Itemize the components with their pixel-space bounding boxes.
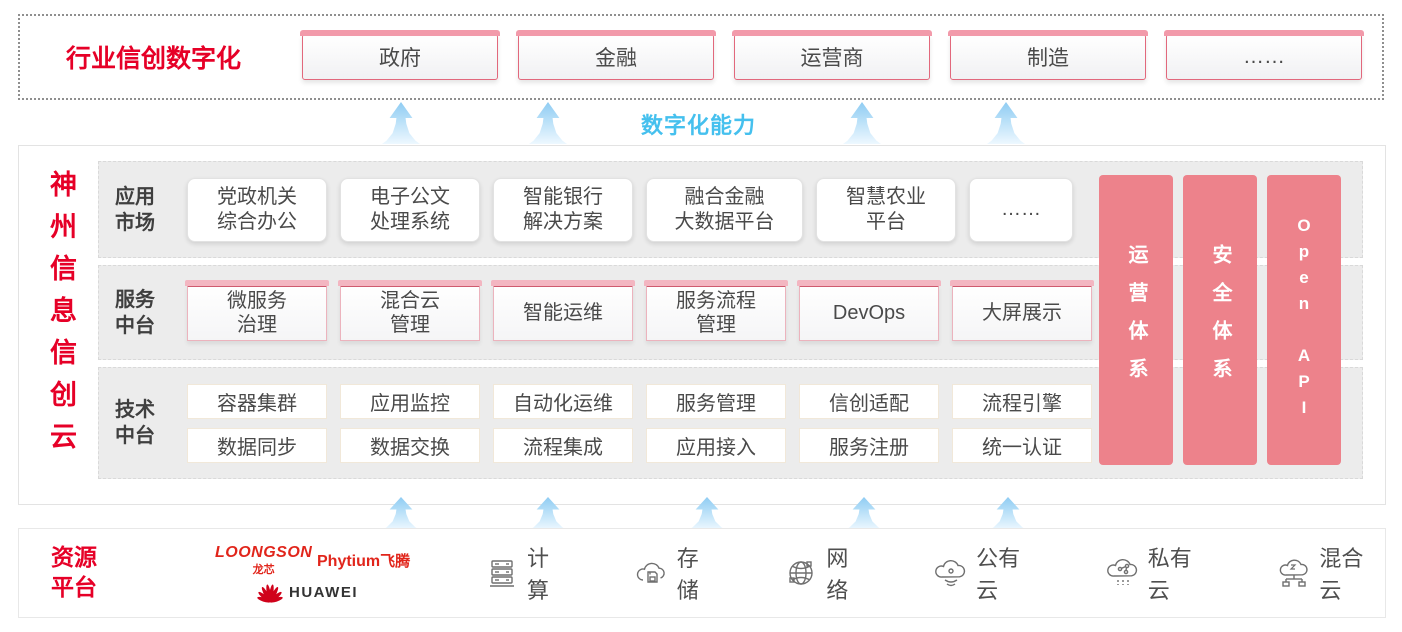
service-box: 大屏展示 (950, 279, 1094, 341)
up-arrow-icon (987, 102, 1025, 144)
industry-box-ellipsis: …… (1164, 30, 1364, 80)
resource-item-label: 计算 (527, 546, 550, 603)
up-arrow-icon (382, 102, 420, 144)
resource-items: 计算 存储 网络 公有云 (485, 541, 1385, 605)
huawei-flower-icon (257, 584, 283, 603)
app-box: 融合金融 大数据平台 (646, 177, 803, 242)
app-market-label: 应用 市场 (115, 185, 155, 234)
industry-band-title: 行业信创数字化 (66, 45, 242, 73)
app-box-ellipsis: …… (969, 177, 1073, 242)
resource-platform-band: 资源 平台 LOONGSON 龙芯 Phytium 飞腾 (18, 528, 1386, 618)
compute-server-icon (485, 556, 519, 590)
tech-box: 数据交换 (340, 427, 480, 463)
tech-box: 服务注册 (799, 427, 939, 463)
tech-box: 流程引擎 (952, 383, 1092, 419)
tech-box: 自动化运维 (493, 383, 633, 419)
app-box-row: 党政机关 综合办公 电子公文 处理系统 智能银行 解决方案 融合金融 大数据平台… (187, 177, 1073, 242)
huawei-logo-text: HUAWEI (289, 583, 358, 601)
resource-item-public-cloud: 公有云 (934, 541, 1042, 605)
tech-box: 信创适配 (799, 383, 939, 419)
resource-item-private-cloud: 私有云 (1106, 541, 1214, 605)
service-box: 微服务 治理 (185, 279, 329, 341)
phytium-logo-text: Phytium (317, 553, 381, 570)
tech-box: 流程集成 (493, 427, 633, 463)
service-box: 智能运维 (491, 279, 635, 341)
resource-item-storage: 存储 (635, 541, 721, 605)
up-arrow-icon (843, 102, 881, 144)
xinchuang-cloud-box: 神州信息信创云 应用 市场 党政机关 综合办公 电子公文 处理系统 智能银行 解… (18, 145, 1386, 505)
huawei-logo: HUAWEI (257, 581, 358, 603)
tech-platform-label: 技术 中台 (115, 399, 155, 447)
app-market-panel: 应用 市场 党政机关 综合办公 电子公文 处理系统 智能银行 解决方案 融合金融… (98, 161, 1363, 258)
tech-box: 统一认证 (952, 427, 1092, 463)
tech-box: 容器集群 (187, 383, 327, 419)
tech-box: 应用监控 (340, 383, 480, 419)
industry-row: 政府 金融 运营商 制造 …… (300, 30, 1364, 80)
resource-platform-label: 资源 平台 (51, 544, 97, 600)
resource-item-compute: 计算 (485, 541, 571, 605)
operation-system-bar-label: 运营体系 (1125, 244, 1147, 396)
loongson-logo-chinese: 龙芯 (252, 564, 275, 576)
industry-box-finance: 金融 (516, 30, 716, 80)
app-box: 党政机关 综合办公 (187, 177, 327, 242)
hybrid-cloud-icon (1277, 556, 1311, 590)
security-system-bar: 安全体系 (1183, 175, 1257, 465)
service-box: 混合云 管理 (338, 279, 482, 341)
security-system-bar-label: 安全体系 (1209, 244, 1231, 396)
capability-label: 数字化能力 (641, 113, 757, 138)
service-platform-label: 服务 中台 (115, 288, 155, 337)
service-box: DevOps (797, 279, 941, 341)
phytium-logo-chinese: 飞腾 (380, 553, 411, 570)
vendor-logos: LOONGSON 龙芯 Phytium 飞腾 (215, 531, 435, 615)
service-box-row: 微服务 治理 混合云 管理 智能运维 服务流程 管理 DevOps 大屏展示 (185, 279, 1094, 341)
resource-item-network: 网络 (784, 541, 870, 605)
loongson-logo-text: LOONGSON (215, 544, 313, 561)
tech-platform-panel: 技术 中台 容器集群 应用监控 自动化运维 服务管理 信创适配 流程引擎 数据同… (98, 367, 1363, 479)
resource-item-hybrid-cloud: 混合云 (1277, 541, 1385, 605)
cloud-platform-title: 神州信息信创云 (46, 170, 76, 464)
tech-box-grid: 容器集群 应用监控 自动化运维 服务管理 信创适配 流程引擎 数据同步 数据交换… (187, 383, 1092, 463)
resource-item-label: 网络 (826, 546, 849, 603)
loongson-logo: LOONGSON 龙芯 (215, 544, 312, 577)
public-cloud-icon (934, 556, 968, 590)
private-cloud-icon (1106, 556, 1140, 590)
phytium-logo: Phytium 飞腾 (317, 550, 410, 571)
tech-box: 数据同步 (187, 427, 327, 463)
resource-item-label: 公有云 (976, 546, 1021, 603)
resource-item-label: 存储 (676, 546, 699, 603)
industry-box-government: 政府 (300, 30, 500, 80)
tech-box: 服务管理 (646, 383, 786, 419)
resource-item-label: 私有云 (1147, 546, 1192, 603)
resource-item-label: 混合云 (1319, 546, 1364, 603)
industry-box-manufacturing: 制造 (948, 30, 1148, 80)
up-arrow-icon (529, 102, 567, 144)
operation-system-bar: 运营体系 (1099, 175, 1173, 465)
tech-box: 应用接入 (646, 427, 786, 463)
app-box: 智能银行 解决方案 (493, 177, 633, 242)
storage-cloud-icon (635, 556, 669, 590)
industry-digitalization-band: 行业信创数字化 政府 金融 运营商 制造 …… (18, 14, 1384, 100)
service-platform-panel: 服务 中台 微服务 治理 混合云 管理 智能运维 服务流程 管理 DevOps … (98, 265, 1363, 360)
open-api-bar: Open API (1267, 175, 1341, 465)
service-box: 服务流程 管理 (644, 279, 788, 341)
app-box: 电子公文 处理系统 (340, 177, 480, 242)
app-box: 智慧农业 平台 (816, 177, 956, 242)
industry-box-telecom: 运营商 (732, 30, 932, 80)
network-globe-icon (784, 556, 818, 590)
open-api-bar-label: Open API (1294, 216, 1314, 424)
